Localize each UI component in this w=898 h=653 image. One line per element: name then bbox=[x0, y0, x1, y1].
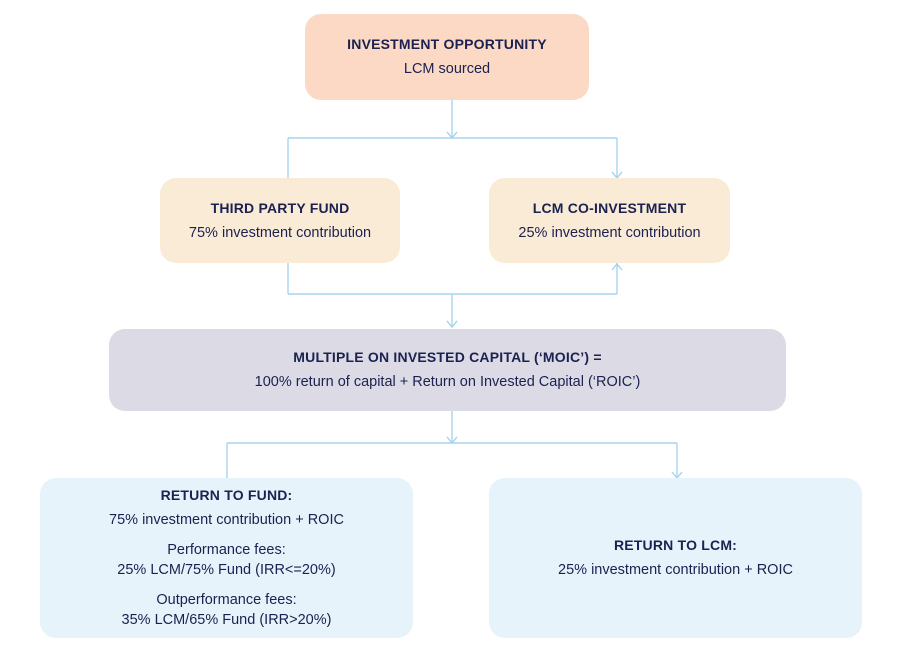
return-to-lcm-title: RETURN TO LCM: bbox=[613, 537, 738, 553]
performance-fees: Performance fees: 25% LCM/75% Fund (IRR<… bbox=[117, 540, 335, 580]
return-to-lcm-text: 25% investment contribution + ROIC bbox=[558, 562, 793, 578]
investment-opportunity-box: INVESTMENT OPPORTUNITY LCM sourced bbox=[305, 14, 589, 100]
arrowhead-lcm-co-up bbox=[611, 262, 623, 271]
third-party-fund-box: THIRD PARTY FUND 75% investment contribu… bbox=[160, 178, 400, 263]
lcm-co-investment-title: LCM CO-INVESTMENT bbox=[532, 199, 687, 216]
performance-fees-label: Performance fees: bbox=[167, 542, 286, 558]
lcm-co-investment-contribution: 25% investment contribution bbox=[518, 224, 701, 241]
outperformance-fees-label: Outperformance fees: bbox=[156, 592, 297, 608]
outperformance-fees-value: 35% LCM/65% Fund (IRR>20%) bbox=[121, 612, 332, 628]
arrowhead-moic bbox=[446, 320, 458, 329]
return-to-fund-box: RETURN TO FUND: 75% investment contribut… bbox=[40, 478, 413, 638]
return-to-lcm-box: RETURN TO LCM: 25% investment contributi… bbox=[489, 478, 862, 638]
return-to-fund-title: RETURN TO FUND: bbox=[160, 487, 293, 503]
performance-fees-value: 25% LCM/75% Fund (IRR<=20%) bbox=[117, 562, 336, 578]
moic-box: MULTIPLE ON INVESTED CAPITAL (‘MOIC’) = … bbox=[109, 329, 786, 411]
lcm-co-investment-box: LCM CO-INVESTMENT 25% investment contrib… bbox=[489, 178, 730, 263]
investment-opportunity-title: INVESTMENT OPPORTUNITY bbox=[347, 36, 547, 52]
outperformance-fees: Outperformance fees: 35% LCM/65% Fund (I… bbox=[122, 590, 332, 630]
return-to-fund-base: 75% investment contribution + ROIC bbox=[109, 512, 344, 528]
investment-opportunity-subtitle: LCM sourced bbox=[403, 61, 491, 77]
moic-title: MULTIPLE ON INVESTED CAPITAL (‘MOIC’) = bbox=[293, 349, 602, 365]
third-party-fund-contribution: 75% investment contribution bbox=[188, 224, 372, 241]
third-party-fund-title: THIRD PARTY FUND bbox=[210, 199, 350, 216]
moic-formula: 100% return of capital + Return on Inves… bbox=[254, 374, 641, 390]
